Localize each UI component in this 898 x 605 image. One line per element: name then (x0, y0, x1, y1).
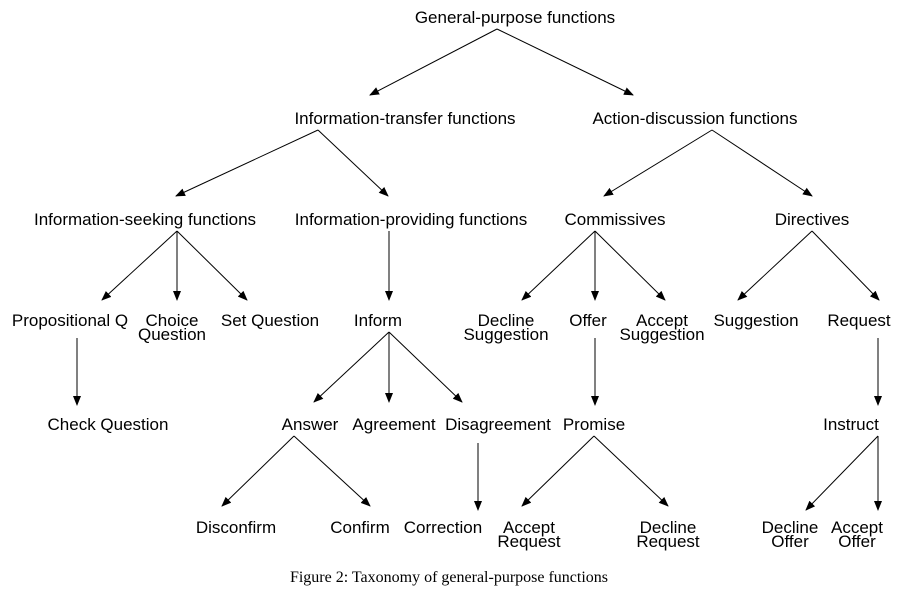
edge-general-purpose-to-action-discussion (496, 28, 634, 96)
node-information-providing: Information-providing functions (295, 210, 527, 229)
figure-caption: Figure 2: Taxonomy of general-purpose fu… (289, 569, 609, 586)
node-promise: Promise (563, 415, 625, 434)
node-label-line: Information-seeking functions (34, 210, 256, 229)
node-confirm: Confirm (330, 518, 390, 537)
node-suggestion: Suggestion (713, 311, 798, 330)
node-label-line: Suggestion (713, 311, 798, 330)
edges-layer (73, 28, 882, 511)
node-label-line: General-purpose functions (415, 8, 615, 27)
node-label-line: Directives (775, 210, 850, 229)
edge-answer-to-confirm (293, 435, 371, 507)
node-disconfirm: Disconfirm (196, 518, 276, 537)
node-agreement: Agreement (352, 415, 435, 434)
edge-general-purpose-to-information-transfer (369, 28, 498, 96)
node-label-line: Commissives (564, 210, 665, 229)
edge-directives-to-request (811, 230, 880, 301)
edge-information-seeking-to-set-question (176, 230, 248, 301)
node-label-line: Inform (354, 311, 402, 330)
node-label-line: Decline (478, 311, 535, 330)
edge-action-discussion-to-commissives (603, 129, 713, 197)
node-label-line: Check Question (48, 415, 169, 434)
node-label-line: Action-discussion functions (592, 109, 797, 128)
edge-commissives-to-decline-suggestion (521, 230, 596, 301)
edge-promise-to-accept-request (521, 435, 595, 507)
node-directives: Directives (775, 210, 850, 229)
node-request: Request (827, 311, 891, 330)
edge-directives-to-suggestion (737, 230, 813, 301)
node-information-seeking: Information-seeking functions (34, 210, 256, 229)
edge-instruct-to-decline-offer (805, 435, 879, 511)
node-label-line: Set Question (221, 311, 319, 330)
node-label-line: Promise (563, 415, 625, 434)
node-label-line: Information-transfer functions (294, 109, 515, 128)
node-label-line: Accept (503, 518, 555, 537)
node-label-line: Confirm (330, 518, 390, 537)
node-correction: Correction (404, 518, 482, 537)
edge-inform-to-disagreement (388, 331, 463, 403)
node-label-line: Request (497, 532, 561, 551)
node-commissives: Commissives (564, 210, 665, 229)
edge-promise-to-decline-request (593, 435, 669, 507)
node-label-line: Suggestion (619, 325, 704, 344)
node-label-line: Decline (762, 518, 819, 537)
node-label-line: Accept (636, 311, 688, 330)
node-inform: Inform (354, 311, 402, 330)
node-propositional-q: Propositional Q (12, 311, 128, 330)
node-label-line: Answer (282, 415, 339, 434)
node-label-line: Question (138, 325, 206, 344)
node-label-line: Accept (831, 518, 883, 537)
edge-information-transfer-to-information-providing (317, 129, 389, 197)
node-answer: Answer (282, 415, 339, 434)
node-label-line: Correction (404, 518, 482, 537)
node-label-line: Disconfirm (196, 518, 276, 537)
node-general-purpose: General-purpose functions (415, 8, 615, 27)
node-label-line: Decline (640, 518, 697, 537)
node-label-line: Suggestion (463, 325, 548, 344)
node-label-line: Instruct (823, 415, 879, 434)
node-information-transfer: Information-transfer functions (294, 109, 515, 128)
node-offer: Offer (569, 311, 607, 330)
node-set-question: Set Question (221, 311, 319, 330)
node-disagreement: Disagreement (445, 415, 551, 434)
node-label-line: Offer (569, 311, 607, 330)
node-label-line: Disagreement (445, 415, 551, 434)
node-label-line: Offer (771, 532, 809, 551)
nodes-layer: General-purpose functionsInformation-tra… (12, 8, 891, 551)
node-label-line: Offer (838, 532, 876, 551)
node-check-question: Check Question (48, 415, 169, 434)
edge-answer-to-disconfirm (221, 435, 295, 507)
node-label-line: Choice (146, 311, 199, 330)
node-instruct: Instruct (823, 415, 879, 434)
edge-commissives-to-accept-suggestion (594, 230, 666, 301)
node-action-discussion: Action-discussion functions (592, 109, 797, 128)
edge-information-transfer-to-information-seeking (175, 129, 319, 197)
node-label-line: Information-providing functions (295, 210, 527, 229)
node-label-line: Request (827, 311, 891, 330)
edge-action-discussion-to-directives (711, 129, 813, 197)
node-label-line: Agreement (352, 415, 435, 434)
edge-inform-to-answer (313, 331, 390, 403)
node-label-line: Propositional Q (12, 311, 128, 330)
edge-information-seeking-to-propositional-q (101, 230, 178, 301)
node-label-line: Request (636, 532, 700, 551)
